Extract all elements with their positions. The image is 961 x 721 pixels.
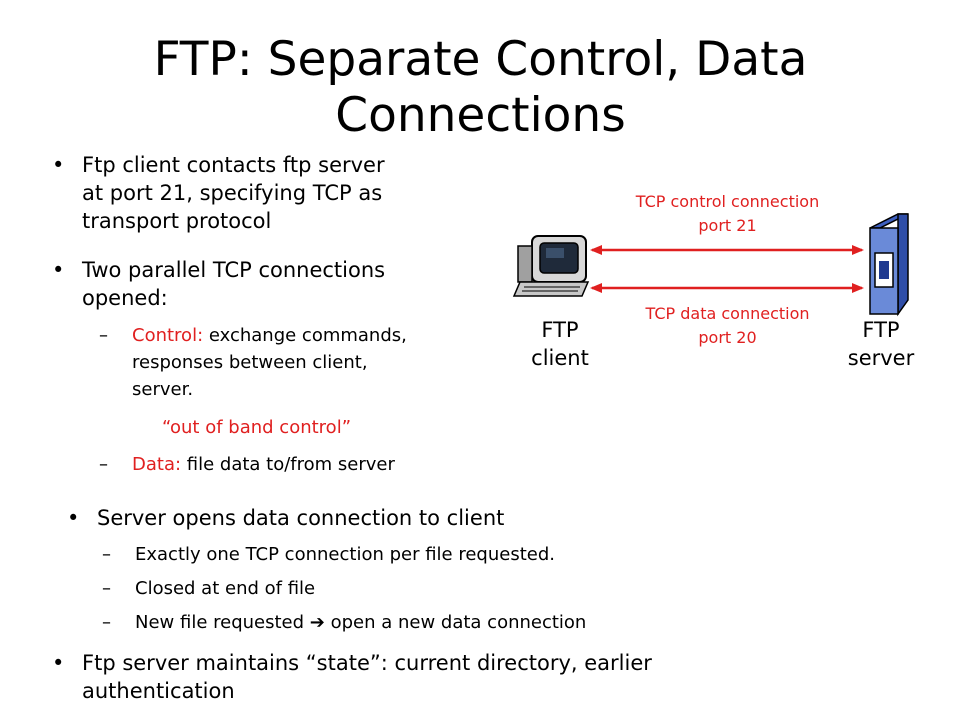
bullet-dot: •: [52, 651, 65, 675]
bullet-server-opens: • Server opens data connection to client: [67, 506, 505, 530]
data-connection-label: TCP data connection port 20: [645, 304, 810, 347]
sub-new-file: –New file requested ➔ open a new data co…: [102, 612, 587, 633]
control-label: Control:: [132, 325, 204, 346]
ftp-server-label: FTP server: [847, 318, 915, 370]
sub-closed-end: –Closed at end of file: [102, 578, 316, 599]
out-of-band-note: “out of band control”: [162, 417, 352, 438]
sub-dash: –: [99, 325, 108, 346]
bullet-parallel-connections: • Two parallel TCP connections opened:: [52, 258, 386, 310]
page-title: FTP: Separate Control, Data Connections: [0, 32, 961, 144]
sub-one-connection: –Exactly one TCP connection per file req…: [102, 544, 555, 565]
bullet-dot: •: [67, 506, 80, 530]
data-label: Data:: [132, 454, 182, 475]
bullet-client-contacts: • Ftp client contacts ftp server at port…: [52, 153, 385, 233]
bullet-server-state: • Ftp server maintains “state”: current …: [52, 651, 652, 703]
title-line-2: Connections: [335, 88, 626, 143]
sub-data: – Data: file data to/from server: [99, 451, 395, 478]
sub-control: – Control: exchange commands, responses …: [99, 322, 407, 403]
sub-dash: –: [99, 454, 108, 475]
title-line-1: FTP: Separate Control, Data: [153, 32, 808, 87]
client-computer-icon: [512, 235, 590, 297]
server-tower-icon: [869, 213, 909, 317]
ftp-client-label: FTP client: [531, 318, 589, 370]
bullet-dot: •: [52, 153, 65, 177]
control-connection-label: TCP control connection port 21: [635, 192, 820, 235]
bullet-dot: •: [52, 258, 65, 282]
right-arrow-icon: ➔: [309, 612, 325, 633]
